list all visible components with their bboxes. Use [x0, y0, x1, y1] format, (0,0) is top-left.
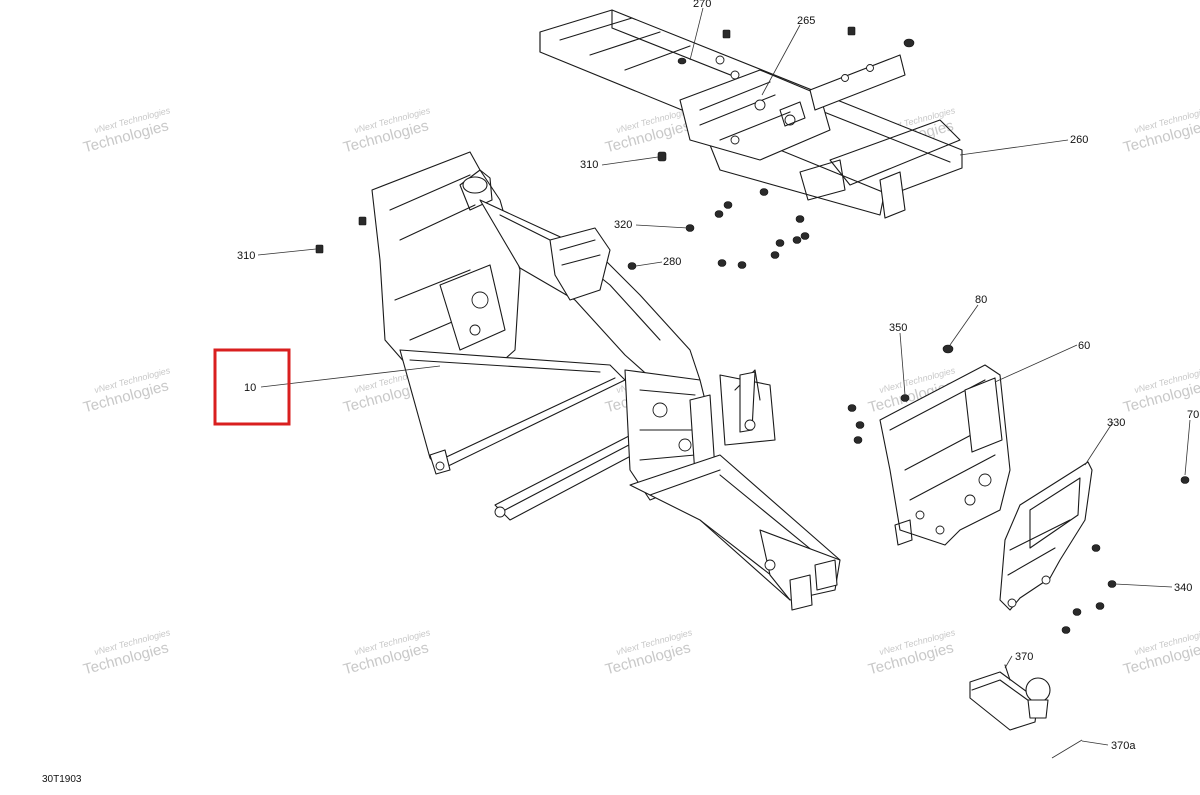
- callout-60[interactable]: 60: [1078, 340, 1090, 352]
- watermark: vNext Technologies Technologies: [866, 627, 956, 678]
- callout-310[interactable]: 310: [580, 159, 598, 171]
- watermark: vNext Technologies Technologies: [81, 627, 171, 678]
- diagram-code: 30T1903: [42, 774, 82, 785]
- watermark: vNext Technologies Technologies: [603, 627, 693, 678]
- watermark: vNext Technologies Technologies: [81, 105, 171, 156]
- callout-70[interactable]: 70: [1187, 409, 1199, 421]
- leader-lines: [257, 7, 1191, 759]
- callout-370[interactable]: 370: [1015, 651, 1033, 663]
- callout-265[interactable]: 265: [797, 15, 815, 27]
- callout-270[interactable]: 270: [693, 0, 711, 10]
- rear-upper-frame-260: [539, 9, 963, 219]
- callout-320[interactable]: 320: [614, 219, 632, 231]
- main-frame-10: [371, 151, 841, 611]
- callout-80[interactable]: 80: [975, 294, 987, 306]
- hitch-370: [969, 664, 1051, 731]
- callout-310[interactable]: 310: [237, 250, 255, 262]
- callout-330[interactable]: 330: [1107, 417, 1125, 429]
- bracket-60: [879, 364, 1011, 546]
- callout-10[interactable]: 10: [244, 382, 256, 394]
- watermark: vNext Technologies Technologies: [1121, 627, 1200, 678]
- callout-340[interactable]: 340: [1174, 582, 1192, 594]
- callout-350[interactable]: 350: [889, 322, 907, 334]
- callout-labels: 270 265 260 310 310 320 280 80 350 60 10…: [237, 0, 1199, 752]
- watermark: vNext Technologies Technologies: [1121, 105, 1200, 156]
- callout-260[interactable]: 260: [1070, 134, 1088, 146]
- fasteners: [315, 26, 1190, 634]
- highlight-box: [213, 348, 291, 426]
- watermark: vNext Technologies Technologies: [341, 627, 431, 678]
- callout-280[interactable]: 280: [663, 256, 681, 268]
- watermark: vNext Technologies Technologies: [341, 105, 431, 156]
- watermark: vNext Technologies Technologies: [81, 365, 171, 416]
- plate-330: [999, 461, 1093, 611]
- callout-370a[interactable]: 370a: [1111, 740, 1136, 752]
